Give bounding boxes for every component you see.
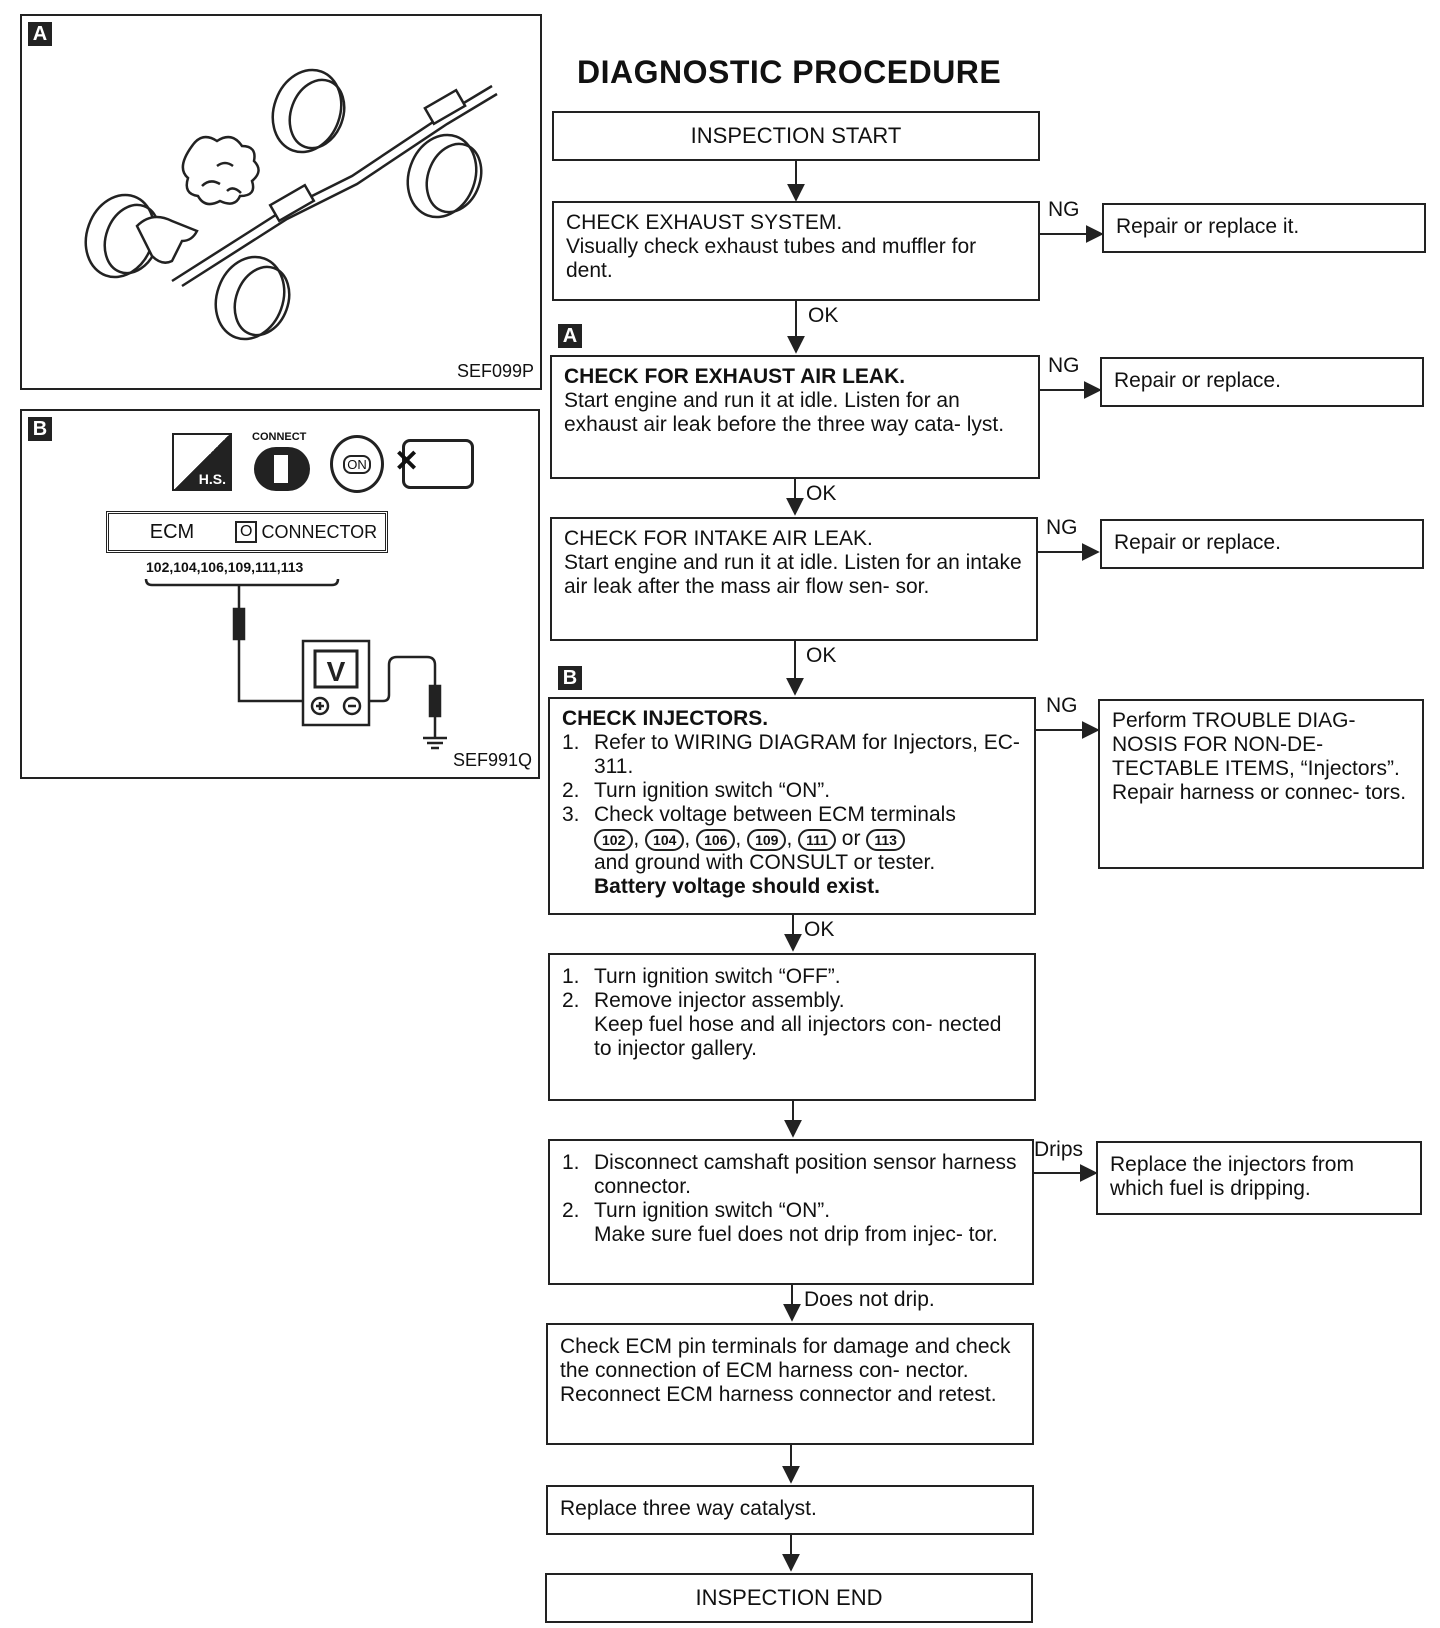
step2-check-exhaust-air-leak: CHECK FOR EXHAUST AIR LEAK. Start engine… (550, 355, 1040, 479)
step5-item1: 1.Turn ignition switch “OFF”. (562, 965, 841, 988)
step2-body: Start engine and run it at idle. Listen … (564, 389, 1005, 436)
does-not-drip-label: Does not drip. (804, 1288, 935, 1311)
ok-label-step2: OK (806, 482, 837, 505)
step1-ng-result: Repair or replace it. (1102, 203, 1426, 253)
step3-title: CHECK FOR INTAKE AIR LEAK. (564, 527, 873, 550)
ecm-connector-bar: ECM O CONNECTOR (106, 511, 388, 553)
step5-remove-injectors: 1.Turn ignition switch “OFF”. 2.Remove i… (548, 953, 1036, 1101)
wheel-rear-left (271, 68, 343, 154)
step4-note: Battery voltage should exist. (594, 875, 880, 898)
step4-item3: 3.Check voltage between ECM terminals (562, 803, 956, 826)
figure-b-code: SEF991Q (452, 750, 532, 770)
inspection-end-box: INSPECTION END (545, 1573, 1033, 1623)
or-text: or (841, 827, 861, 850)
figure-a-exhaust-illustration: A SEF099P (20, 14, 542, 390)
step4-check-injectors: CHECK INJECTORS. 1.Refer to WIRING DIAGR… (548, 697, 1036, 915)
connect-label: CONNECT (252, 431, 307, 443)
step2-ng-result: Repair or replace. (1100, 357, 1424, 407)
on-label: ON (343, 454, 371, 474)
terminal-109: 109 (747, 829, 787, 851)
step3-check-intake-air-leak: CHECK FOR INTAKE AIR LEAK. Start engine … (550, 517, 1038, 641)
ok-label-step1: OK (808, 304, 839, 327)
figure-b-ecm-connector-test: B H.S. CONNECT ON ✕ ECM O CONNECTOR 102,… (20, 409, 540, 779)
step4-item2: 2.Turn ignition switch “ON”. (562, 779, 831, 802)
step6-check-fuel-drip: 1.Disconnect camshaft position sensor ha… (548, 1139, 1034, 1285)
terminal-102: 102 (594, 829, 634, 851)
inspection-start-box: INSPECTION START (552, 111, 1040, 161)
ng-label-step4: NG (1046, 694, 1078, 717)
step6-item2-note: Make sure fuel does not drip from injec-… (594, 1223, 998, 1246)
terminal-113: 113 (866, 829, 905, 851)
ecm-label: ECM (149, 520, 195, 543)
step4-ng-line2: Repair harness or connec- tors. (1112, 781, 1407, 804)
terminal-list: 102,104,106,109,111,113 (146, 559, 304, 575)
exhaust-system-drawing (84, 68, 498, 341)
step1-check-exhaust-system: CHECK EXHAUST SYSTEM. Visually check exh… (552, 201, 1040, 301)
multimeter-wiring: V (144, 578, 447, 750)
step3-ng-result: Repair or replace. (1100, 519, 1424, 569)
terminal-106: 106 (696, 829, 736, 851)
terminal-111: 111 (798, 829, 836, 851)
hs-icon: H.S. (172, 433, 232, 491)
step7-check-ecm-pins: Check ECM pin terminals for damage and c… (546, 1323, 1034, 1445)
step4-title: CHECK INJECTORS. (562, 707, 769, 730)
step3-body: Start engine and run it at idle. Listen … (564, 551, 1022, 598)
step4-item1: 1.Refer to WIRING DIAGRAM for Injectors,… (562, 731, 1020, 778)
hs-label: H.S. (198, 471, 226, 487)
step5-item2-note: Keep fuel hose and all injectors con- ne… (594, 1013, 1002, 1060)
ng-label-step3: NG (1046, 516, 1078, 539)
step6-item1: 1.Disconnect camshaft position sensor ha… (562, 1151, 1017, 1198)
figure-a-code: SEF099P (456, 361, 534, 381)
page-title: DIAGNOSTIC PROCEDURE (577, 54, 1002, 90)
step5-item2: 2.Remove injector assembly. (562, 989, 845, 1012)
ignition-key-on-icon: ON (330, 435, 384, 493)
step4-ng-result: Perform TROUBLE DIAG- NOSIS FOR NON-DE- … (1098, 699, 1424, 869)
wheel-rear-right (406, 133, 478, 219)
ok-label-step4: OK (804, 918, 835, 941)
ok-label-step3: OK (806, 644, 837, 667)
step6-drips-result: Replace the injectors from which fuel is… (1096, 1141, 1422, 1215)
figure-b-tag: B (28, 417, 52, 441)
engine-off-icon (402, 439, 474, 489)
drips-label: Drips (1034, 1138, 1084, 1161)
step4-tag: B (558, 666, 582, 690)
ng-label-step2: NG (1048, 354, 1080, 377)
terminal-104: 104 (645, 829, 685, 851)
step4-item3-tail: and ground with CONSULT or tester. (594, 851, 936, 874)
step6-item2: 2.Turn ignition switch “ON”. (562, 1199, 831, 1222)
o-marker: O (235, 521, 258, 543)
step1-title: CHECK EXHAUST SYSTEM. (566, 211, 843, 234)
wheel-front-right (214, 255, 286, 341)
step4-terminal-list: 102, 104, 106, 109, 111 or 113 (562, 827, 1022, 851)
ng-label-step1: NG (1048, 198, 1080, 221)
connector-label: CONNECTOR (261, 521, 378, 542)
meter-v-label: V (327, 656, 346, 687)
step2-tag: A (558, 324, 582, 348)
step2-title: CHECK FOR EXHAUST AIR LEAK. (564, 365, 906, 388)
step4-ng-line1: Perform TROUBLE DIAG- NOSIS FOR NON-DE- … (1112, 709, 1400, 780)
step1-body: Visually check exhaust tubes and muffler… (566, 235, 977, 282)
step8-replace-catalyst: Replace three way catalyst. (546, 1485, 1034, 1535)
figure-a-tag: A (28, 22, 52, 46)
